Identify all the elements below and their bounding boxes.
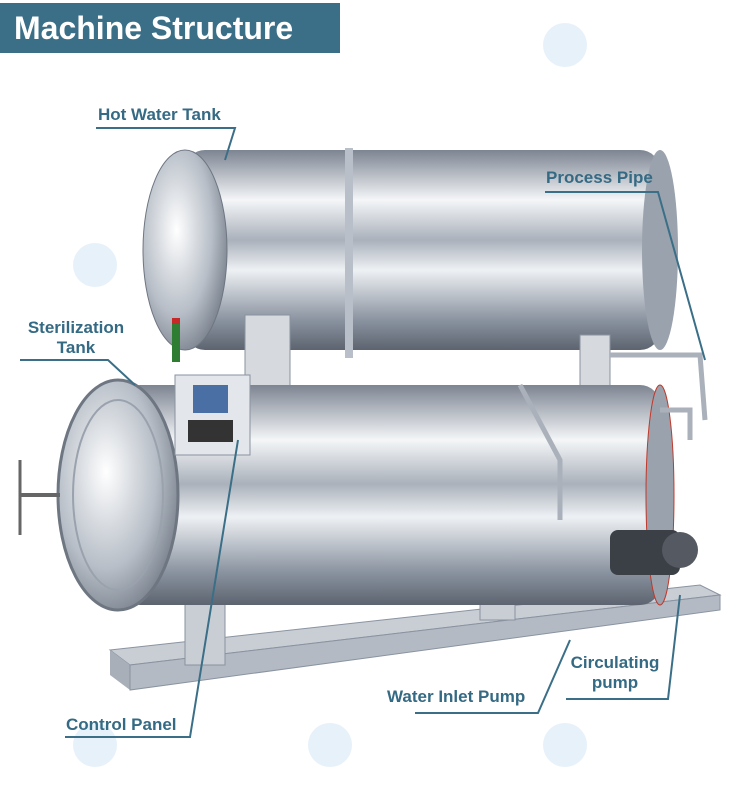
label-circulating-pump-line1: Circulating <box>570 653 660 672</box>
hot-water-tank-shape <box>142 148 678 358</box>
label-process-pipe: Process Pipe <box>546 168 653 187</box>
leader-process-pipe <box>545 191 706 361</box>
circulating-pump-shape <box>610 530 698 575</box>
label-sterilization-tank-line1: Sterilization <box>27 318 125 337</box>
sterilization-tank-shape <box>18 378 675 612</box>
leader-lines <box>20 127 706 738</box>
label-sterilization-tank-line2: Tank <box>56 338 96 357</box>
leader-hot-water-tank <box>96 127 237 161</box>
process-pipes <box>517 352 708 520</box>
leader-control-panel <box>65 439 239 738</box>
label-circulating-pump-line2: pump <box>591 673 639 692</box>
label-control-panel: Control Panel <box>66 715 177 734</box>
leader-sterilization-tank <box>20 359 136 386</box>
label-hot-water-tank: Hot Water Tank <box>98 105 221 124</box>
label-sterilization-tank: Sterilization Tank <box>22 318 130 358</box>
page-title: Machine Structure <box>0 3 340 53</box>
leader-water-inlet-pump <box>415 639 571 714</box>
leader-circulating-pump <box>566 594 681 700</box>
label-circulating-pump: Circulating pump <box>565 653 665 693</box>
label-water-inlet-pump: Water Inlet Pump <box>387 687 526 706</box>
